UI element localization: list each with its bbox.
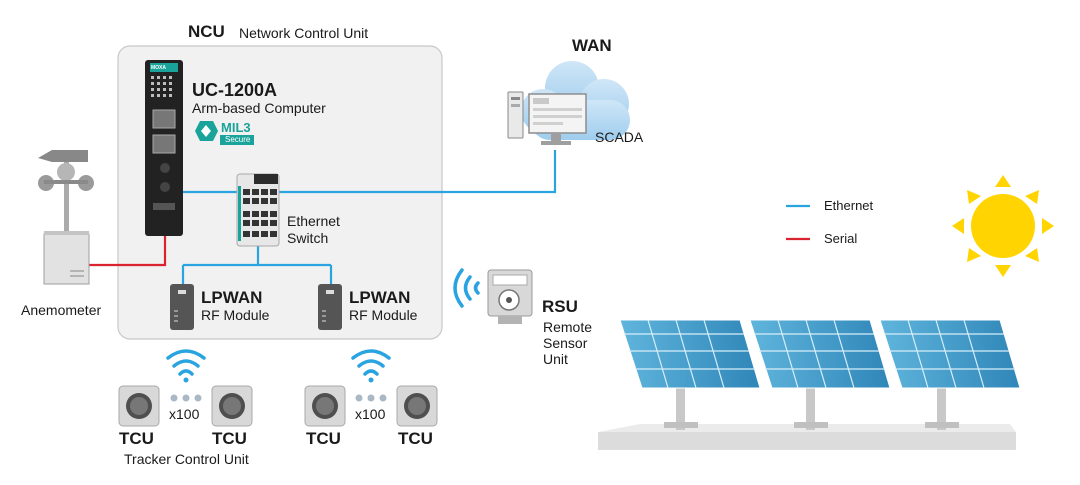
mil3-shield-icon: [195, 121, 254, 145]
tcu-2-right: TCU: [398, 429, 433, 448]
rsu-abbr: RSU: [542, 297, 578, 316]
tcu-1-left: TCU: [119, 429, 154, 448]
switch-label-2: Switch: [287, 230, 329, 246]
rsu-line1: Remote: [543, 319, 593, 335]
scada-label: SCADA: [595, 129, 644, 145]
wan-label: WAN: [572, 36, 612, 55]
wireless-icon-1: [166, 349, 206, 383]
tcu-1-count: x100: [169, 406, 200, 422]
rf-module-1-device: [170, 284, 194, 330]
sun-icon: [952, 175, 1054, 277]
rf-module-1-subtitle: RF Module: [201, 307, 270, 323]
switch-label-1: Ethernet: [287, 213, 340, 229]
ethernet-links: [170, 150, 557, 284]
rsu-wireless-icon: [453, 268, 480, 308]
badge-secure: Secure: [225, 135, 251, 144]
legend-ethernet-label: Ethernet: [824, 198, 874, 213]
tcu-group-2: [304, 385, 438, 427]
ground-strip: [598, 432, 1016, 450]
rsu-line3: Unit: [543, 351, 568, 367]
solar-panel-2: [749, 319, 891, 430]
wireless-icon-2: [351, 349, 391, 383]
uc1200a-device: [145, 60, 183, 236]
serial-link: [88, 232, 167, 267]
solar-panel-1: [619, 319, 761, 430]
rsu-device: [487, 269, 533, 324]
rf-module-1-title: LPWAN: [201, 288, 263, 307]
tcu-1-right: TCU: [212, 429, 247, 448]
computer-desc: Arm-based Computer: [192, 100, 326, 116]
anemometer-label: Anemometer: [21, 302, 102, 318]
tcu-group-1: [118, 385, 253, 427]
legend-serial-label: Serial: [824, 231, 858, 246]
solar-panel-3: [879, 319, 1021, 430]
rf-module-2-device: [318, 284, 342, 330]
tcu-2-count: x100: [355, 406, 386, 422]
rf-module-2-subtitle: RF Module: [349, 307, 418, 323]
computer-model: UC-1200A: [192, 80, 278, 100]
ncu-name: Network Control Unit: [239, 25, 369, 41]
rsu-line2: Sensor: [543, 335, 588, 351]
ncu-abbr: NCU: [188, 22, 225, 41]
scada-workstation-icon: [507, 91, 587, 145]
rf-module-2-title: LPWAN: [349, 288, 411, 307]
ethernet-switch-device: [236, 173, 280, 247]
anemometer-device: [38, 150, 94, 285]
badge-mil3: MIL3: [221, 120, 251, 135]
moxa-logo: MOXA: [151, 65, 166, 71]
tcu-caption: Tracker Control Unit: [124, 451, 249, 467]
tcu-2-left: TCU: [306, 429, 341, 448]
